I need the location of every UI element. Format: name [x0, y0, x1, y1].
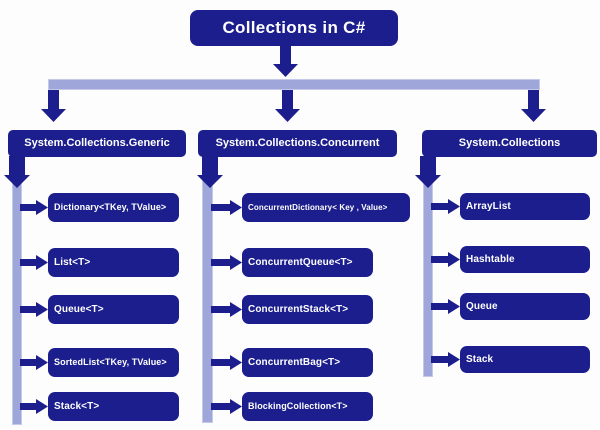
diagram-title-text: Collections in C# — [222, 18, 366, 37]
item-box-1-0: ConcurrentDictionary< Key , Value> — [242, 193, 410, 222]
branch-down-arrow-icon-0 — [40, 90, 66, 122]
item-right-arrow-icon-0-1 — [20, 255, 48, 270]
item-right-arrow-icon-1-3 — [211, 355, 242, 370]
item-box-0-1: List<T> — [48, 248, 179, 277]
item-box-2-1: Hashtable — [460, 246, 590, 273]
title-down-arrow-icon — [272, 46, 298, 77]
branch-down-arrow-icon-2 — [520, 90, 546, 122]
item-right-arrow-icon-1-4 — [211, 399, 242, 414]
connector-bar-horizontal — [48, 79, 540, 90]
item-box-0-2: Queue<T> — [48, 295, 179, 324]
header-down-arrow-icon-2 — [415, 156, 441, 188]
item-box-1-3: ConcurrentBag<T> — [242, 348, 373, 377]
header-down-arrow-icon-1 — [197, 156, 223, 188]
item-right-arrow-icon-2-2 — [431, 299, 460, 314]
item-box-0-3: SortedList<TKey, TValue> — [48, 348, 179, 377]
item-box-1-4: BlockingCollection<T> — [242, 392, 373, 421]
item-right-arrow-icon-0-3 — [20, 355, 48, 370]
item-box-0-4: Stack<T> — [48, 392, 179, 421]
item-right-arrow-icon-2-1 — [431, 252, 460, 267]
item-right-arrow-icon-1-2 — [211, 302, 242, 317]
item-right-arrow-icon-1-1 — [211, 255, 242, 270]
item-right-arrow-icon-2-0 — [431, 199, 460, 214]
item-box-1-1: ConcurrentQueue<T> — [242, 248, 373, 277]
item-box-2-3: Stack — [460, 346, 590, 373]
column-header-2: System.Collections — [422, 130, 597, 157]
item-right-arrow-icon-0-4 — [20, 399, 48, 414]
item-box-2-2: Queue — [460, 293, 590, 320]
item-box-0-0: Dictionary<TKey, TValue> — [48, 193, 179, 222]
column-header-0: System.Collections.Generic — [8, 130, 186, 157]
item-box-1-2: ConcurrentStack<T> — [242, 295, 373, 324]
item-right-arrow-icon-1-0 — [211, 200, 242, 215]
column-header-1: System.Collections.Concurrent — [198, 130, 397, 157]
header-down-arrow-icon-0 — [4, 156, 30, 188]
item-right-arrow-icon-0-0 — [20, 200, 48, 215]
item-box-2-0: ArrayList — [460, 193, 590, 220]
diagram-title-box: Collections in C# — [190, 10, 398, 46]
item-right-arrow-icon-2-3 — [431, 352, 460, 367]
branch-down-arrow-icon-1 — [274, 90, 300, 122]
item-right-arrow-icon-0-2 — [20, 302, 48, 317]
